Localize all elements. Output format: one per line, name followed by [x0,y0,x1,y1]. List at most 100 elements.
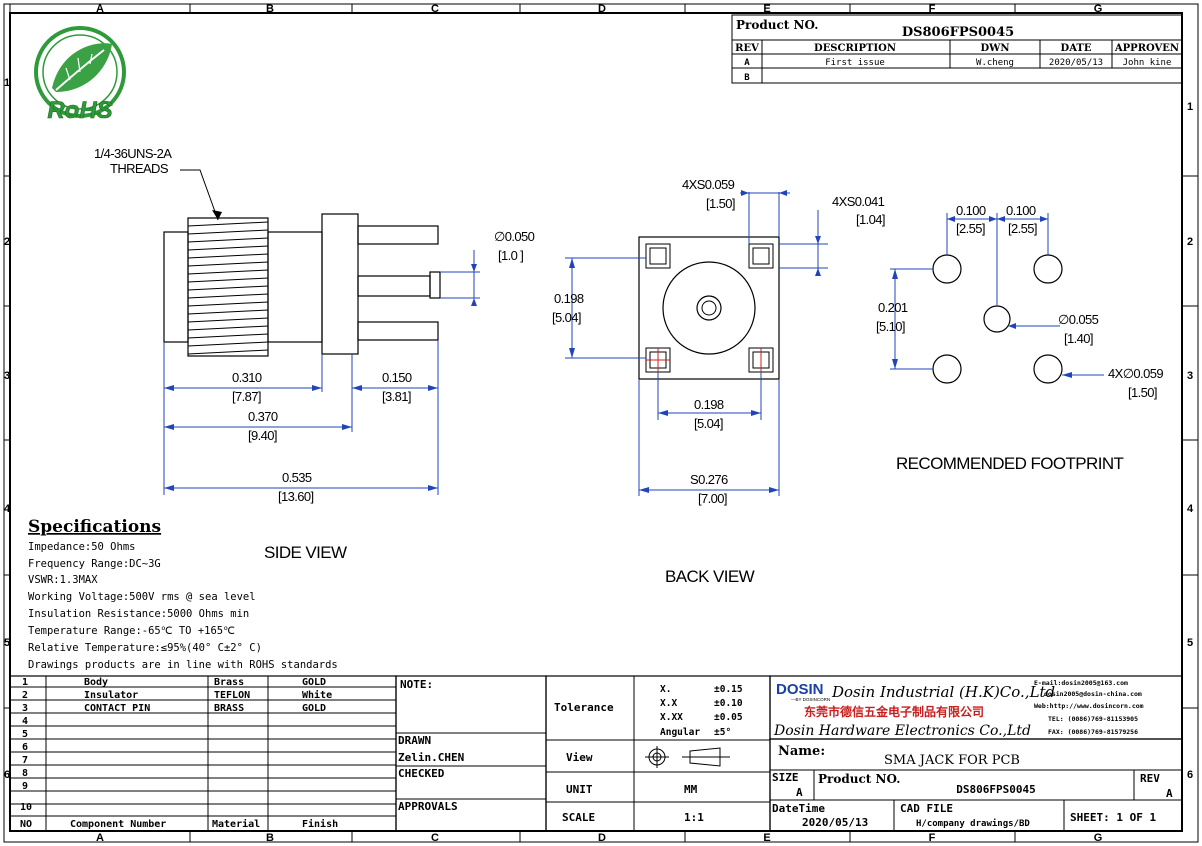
scale-value: 1:1 [684,811,704,824]
company-web: Web:http://www.dosincorn.com [1034,702,1144,710]
rev-b: B [744,73,750,83]
cad-label: CAD FILE [900,802,953,815]
sq2-in: 4XS0.041 [832,194,885,209]
cad-value: H/company drawings/BD [916,818,1030,829]
product-no-label-bottom: Product NO. [818,772,900,786]
datetime-label: DateTime [772,802,825,815]
rev-header: REV [735,43,759,54]
date-header: DATE [1061,43,1092,54]
bom-finish: GOLD [302,703,326,714]
pitch2-mm: [2.55] [1008,221,1037,236]
pitch1-in: 0.100 [956,203,986,218]
col-label-a: A [96,3,104,15]
bom-header-component: Component Number [70,819,166,830]
col-label-c: C [431,3,439,15]
thread-note-line1: 1/4-36UNS-2A [94,146,172,161]
row-label-3: 3 [4,370,10,382]
spec-line: Insulation Resistance:5000 Ohms min [28,608,249,620]
sheet-value: SHEET: 1 OF 1 [1070,811,1156,824]
bom-component: Insulator [84,690,138,701]
drawn-by: Zelin.CHEN [398,751,464,764]
spec-line: Drawings products are in line with ROHS … [28,659,338,671]
tol-val: ±5° [714,727,731,738]
rev-label-bottom: REV [1140,772,1160,785]
bom-component: CONTACT PIN [84,703,150,714]
col-label-b: B [266,3,274,15]
projection-symbol-icon [645,746,730,768]
row-label-3-right: 3 [1187,370,1193,382]
bom-no: 7 [22,755,28,766]
rev-a: A [744,58,750,68]
sq1-mm: [1.50] [706,196,735,211]
footprint-label: RECOMMENDED FOOTPRINT [896,454,1124,473]
ground-dia-mm: [1.50] [1128,385,1157,400]
bom-finish: White [302,689,332,701]
col-label-e-bottom: E [763,832,770,844]
tol-key: X.XX [660,712,683,723]
spec-line: Impedance:50 Ohms [28,541,135,553]
row-label-2-right: 2 [1187,236,1193,248]
approvals-label: APPROVALS [398,800,458,813]
row-label-5-right: 5 [1187,637,1193,649]
side-view-dimensions: 1/4-36UNS-2A THREADS ∅0.050 [1.0 ] 0.310 [94,146,535,562]
row-label-4-right: 4 [1187,503,1194,515]
bom-no: 6 [22,742,28,753]
width-mm: [5.04] [694,416,723,431]
dim-0370-in: 0.370 [248,409,278,424]
dwn-header: DWN [980,43,1009,54]
tol-val: ±0.05 [714,712,743,723]
dim-0310-mm: [7.87] [232,389,261,404]
specifications: Specifications Impedance:50 Ohms Frequen… [28,517,338,671]
pitch1-mm: [2.55] [956,221,985,236]
body-in: S0.276 [690,472,728,487]
row-label-4: 4 [4,503,11,515]
col-label-g: G [1094,3,1103,15]
col-label-f: F [929,3,936,15]
spec-line: Temperature Range:-65℃ TO +165℃ [28,625,235,637]
tol-val: ±0.15 [714,684,743,695]
col-label-g-bottom: G [1094,832,1103,844]
bom-no: 1 [22,677,28,688]
row-label-1: 1 [4,77,10,89]
tolerance-label: Tolerance [554,701,614,714]
tol-key: X.X [660,698,677,709]
height-in: 0.198 [554,291,584,306]
dim-0535-mm: [13.60] [278,489,314,504]
company-email2: dosin2005@dosin-china.com [1044,690,1142,698]
tolerance-block: Tolerance X. ±0.15 X.X ±0.10 X.XX ±0.05 … [545,675,771,832]
spec-line: VSWR:1.3MAX [28,574,98,586]
width-in: 0.198 [694,397,724,412]
back-view-drawing [638,236,780,380]
company-name-cn: 东莞市德信五金电子制品有限公司 [804,704,984,719]
unit-value: MM [684,783,698,796]
bom-table: 1 Body Brass GOLD 2 Insulator TEFLON Whi… [9,675,397,832]
unit-label: UNIT [566,783,593,796]
spec-line: Relative Temperature:≤95%(40° C±2° C) [28,642,262,654]
back-view-dimensions: 4XS0.059 [1.50] 4XS0.041 [1.04] 0.198 [5… [552,177,886,586]
size-value: A [796,786,803,799]
checked-label: CHECKED [398,767,445,780]
bom-no: 8 [22,768,28,779]
size-label: SIZE [772,771,799,784]
description-header: DESCRIPTION [814,43,896,54]
bom-finish: GOLD [302,677,326,688]
bom-no: 3 [22,703,28,714]
company-brand: DOSIN [776,681,824,698]
col-label-f-bottom: F [929,832,936,844]
bom-no: 9 [22,781,28,792]
row-label-6-right: 6 [1187,769,1193,781]
bom-material: BRASS [214,703,244,714]
name-label: Name: [778,744,825,759]
drawing-border: A B C D E F G A B C D E F G 1 2 3 4 5 6 … [3,3,1199,844]
title-block: Name: SMA JACK FOR PCB SIZE A Product NO… [769,738,1183,832]
product-no-label: Product NO. [736,18,818,32]
company-fax: FAX: (0086)769-81579256 [1048,728,1138,736]
company-block: DOSIN —BY DOSINCORN Dosin Industrial (H.… [769,675,1183,740]
back-view-label: BACK VIEW [665,567,755,586]
view-label: View [566,751,593,764]
row-label-2: 2 [4,236,10,248]
datetime-value: 2020/05/13 [802,816,868,829]
product-no: DS806FPS0045 [902,25,1014,40]
company-name-en: Dosin Industrial (H.K)Co.,Ltd [831,683,1055,701]
col-label-d-bottom: D [598,832,606,844]
